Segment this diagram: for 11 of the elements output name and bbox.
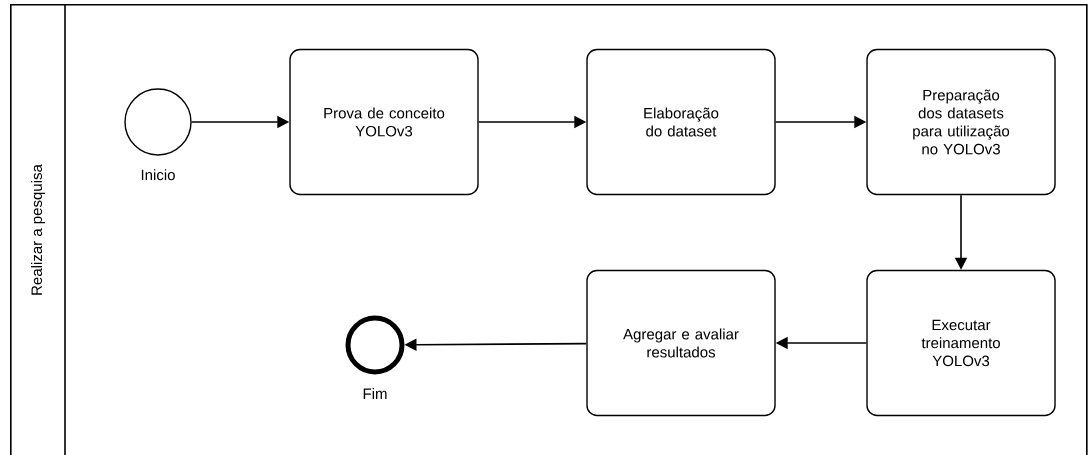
lane-label: Realizar a pesquisa: [31, 164, 45, 295]
task-box: Executar treinamento YOLOv3: [866, 269, 1056, 417]
start-event-circle: [124, 88, 192, 156]
event-label: Inicio: [141, 169, 175, 181]
event-label: Fim: [363, 388, 387, 399]
lane: [10, 4, 1088, 455]
task-box: Preparação dos datasets para utilização no YOLOv3: [866, 48, 1056, 196]
task-box: Elaboração do dataset: [586, 48, 776, 196]
task-box: Prova de conceito YOLOv3: [289, 48, 479, 196]
end-event-circle: [345, 315, 405, 375]
task-box: Agregar e avaliar resultados: [586, 269, 776, 417]
